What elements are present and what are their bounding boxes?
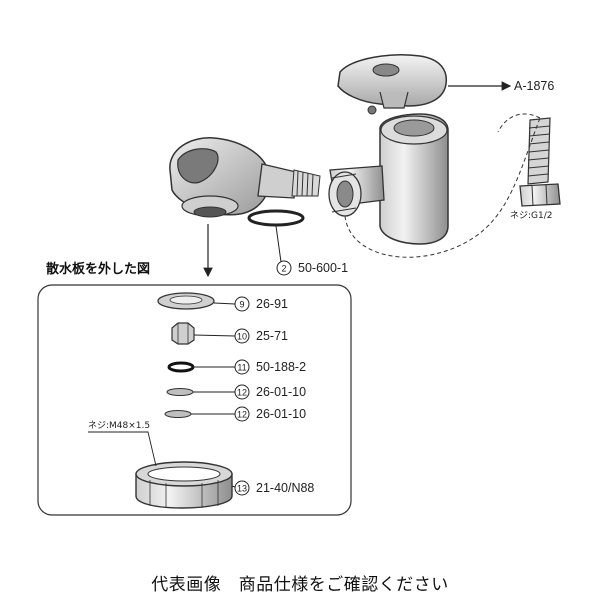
part-12-screen-b <box>164 410 235 418</box>
svg-text:11: 11 <box>237 363 246 373</box>
image-caption: 代表画像 商品仕様をご確認ください <box>151 575 449 595</box>
nut-thread-label: ネジ:M48×1.5 <box>88 420 150 431</box>
shower-hose-corrugation <box>291 169 321 197</box>
part-callout-13: 13 <box>234 480 250 496</box>
part-number-12a: 26-01-10 <box>256 385 306 399</box>
svg-text:13: 13 <box>237 484 247 494</box>
part-callout-12a: 12 <box>234 384 250 400</box>
part-10-nut <box>171 322 236 345</box>
part-11-o-ring <box>167 361 235 373</box>
svg-text:2: 2 <box>281 264 286 274</box>
svg-text:10: 10 <box>237 332 247 342</box>
seal-callout: 2 <box>276 260 292 276</box>
svg-text:12: 12 <box>237 388 247 398</box>
hose-dashed-path-upper <box>497 113 541 133</box>
supply-hose <box>519 117 561 207</box>
valve-body <box>328 113 449 245</box>
part-12-screen-a <box>166 388 235 396</box>
part-callout-9: 9 <box>234 296 250 312</box>
part-number-12b: 26-01-10 <box>256 407 306 421</box>
part-number-13: 21-40/N88 <box>256 481 314 495</box>
part-number-11: 50-188-2 <box>256 360 306 374</box>
part-callout-10: 10 <box>234 328 250 344</box>
lever-part-number: A-1876 <box>514 79 554 93</box>
part-number-10: 25-71 <box>256 329 288 343</box>
part-number-9: 26-91 <box>256 297 288 311</box>
part-13-cap-nut <box>135 461 236 509</box>
hose-thread-label: ネジ:G1/2 <box>510 210 553 221</box>
section-title: 散水板を外した図 <box>46 261 150 277</box>
svg-text:9: 9 <box>239 300 244 310</box>
svg-text:12: 12 <box>237 410 247 420</box>
seal-ring <box>247 209 305 263</box>
detail-frame <box>37 284 352 516</box>
part-callout-11: 11 <box>234 359 250 375</box>
shower-head <box>169 137 321 218</box>
part-9-disc <box>157 292 236 310</box>
faucet-lever <box>337 54 448 115</box>
part-callout-12b: 12 <box>234 406 250 422</box>
nut-thread-leader <box>88 431 157 467</box>
seal-part-number: 50-600-1 <box>298 261 348 275</box>
hose-dashed-path <box>344 117 541 258</box>
